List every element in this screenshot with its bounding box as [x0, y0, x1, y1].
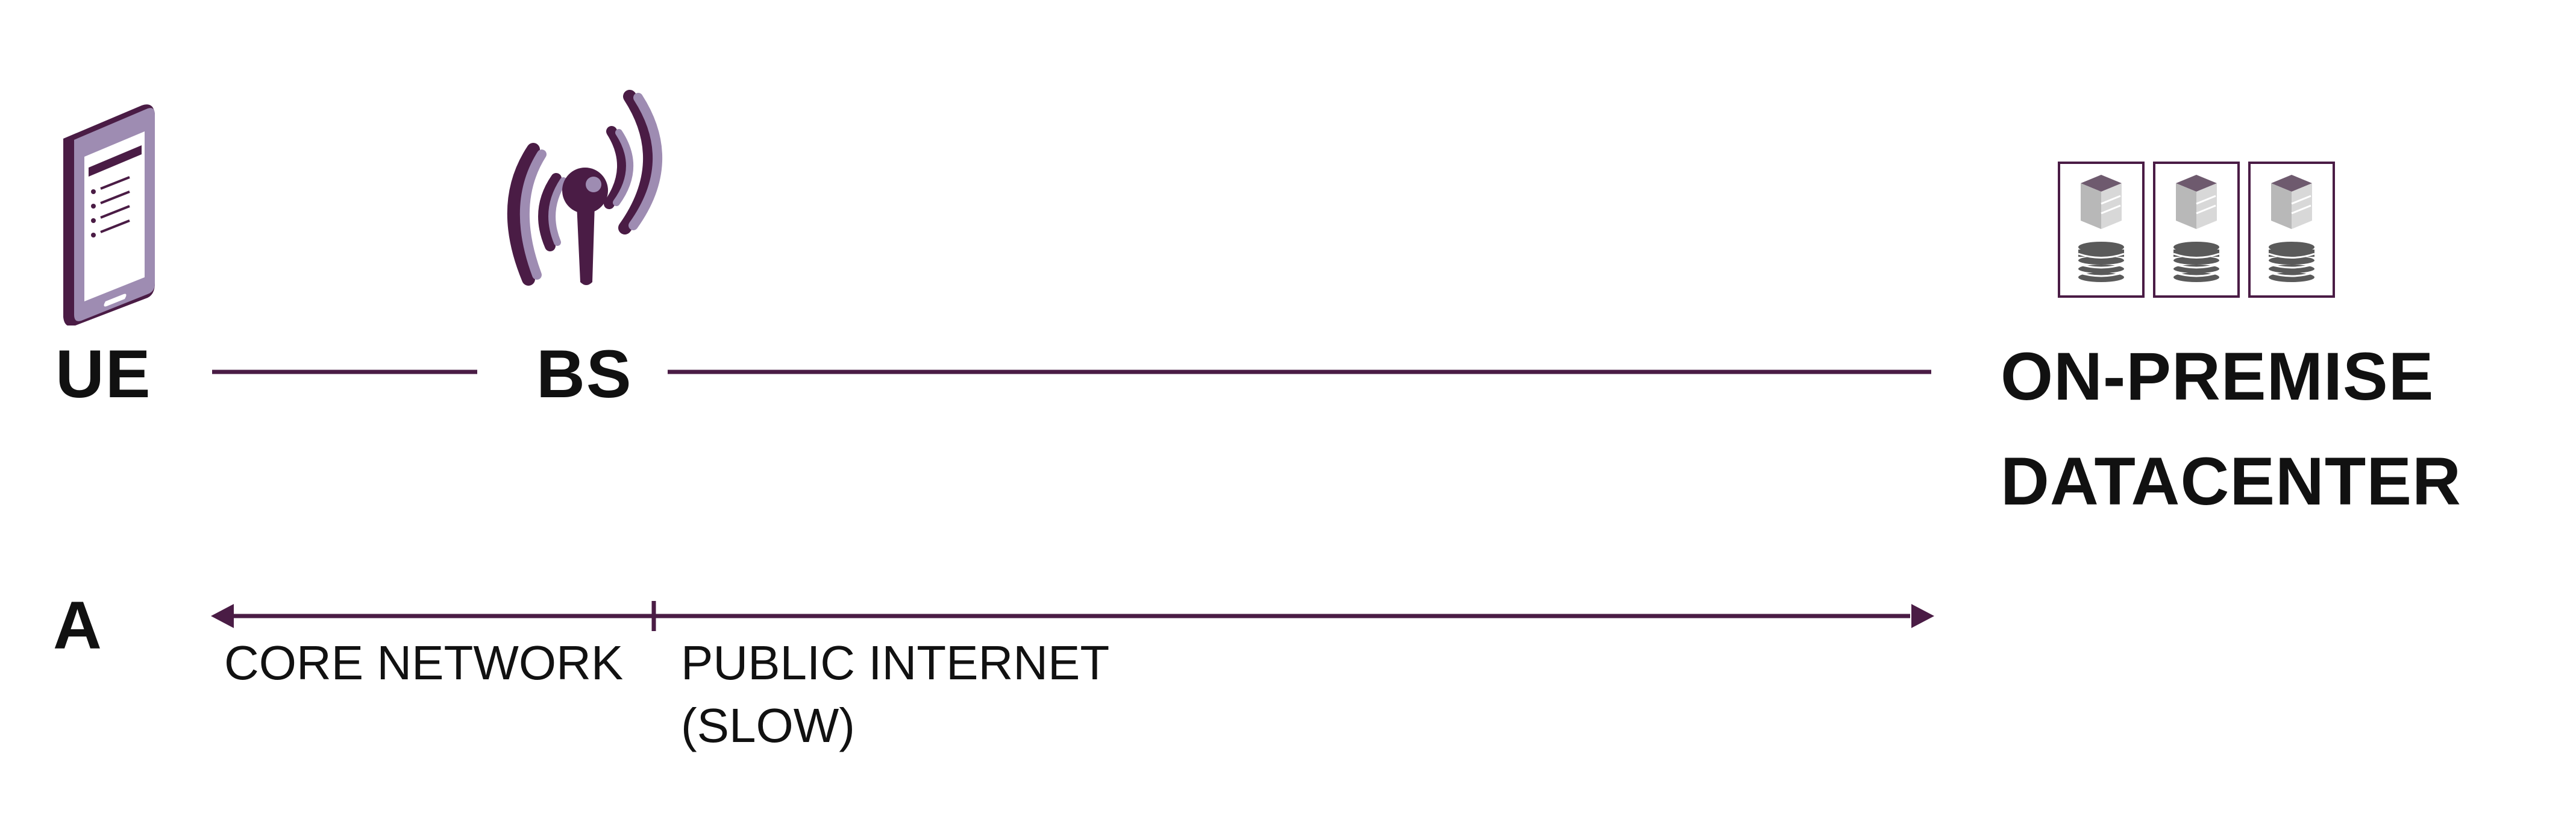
server-rack-icon [2058, 162, 2335, 298]
bs-node [491, 89, 672, 288]
ue-node [57, 102, 160, 325]
segment-label-public-internet: PUBLIC INTERNET (SLOW) [681, 632, 1109, 757]
segment-label-public-internet-line1: PUBLIC INTERNET [681, 636, 1110, 690]
segment-label-public-internet-line2: (SLOW) [681, 699, 855, 752]
datacenter-label-line1: ON-PREMISE [2001, 339, 2434, 414]
arrow-head-left [211, 604, 234, 628]
cell-tower-icon [507, 90, 662, 286]
bs-label: BS [536, 336, 633, 412]
datacenter-servers [2058, 162, 2347, 299]
arrow-head-right [1911, 604, 1934, 628]
datacenter-label: ON-PREMISE DATACENTER [2001, 324, 2462, 533]
segment-label-core-network: CORE NETWORK [224, 636, 624, 690]
ue-label: UE [55, 336, 152, 412]
smartphone-icon [63, 104, 155, 325]
row-label: A [53, 588, 102, 663]
datacenter-label-line2: DATACENTER [2001, 443, 2462, 519]
